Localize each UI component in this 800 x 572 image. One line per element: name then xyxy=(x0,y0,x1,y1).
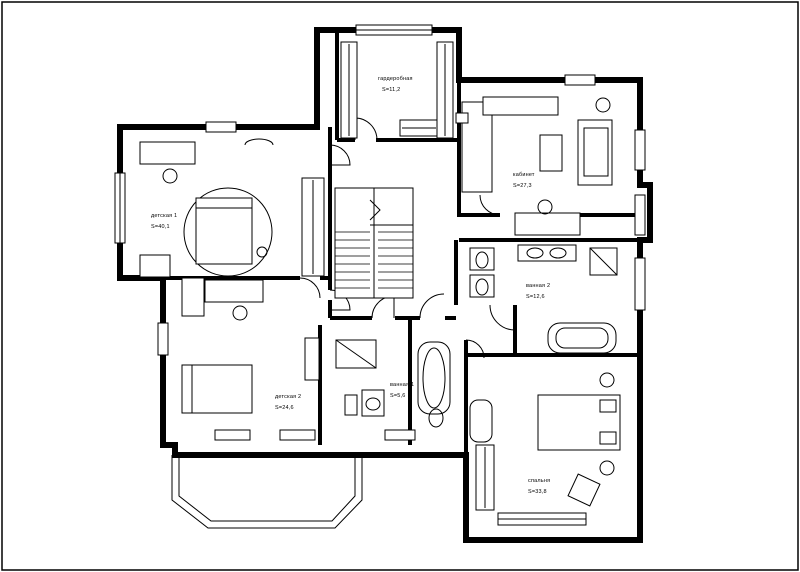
room-name: ванная 1 xyxy=(390,382,414,388)
room-name: детская 2 xyxy=(275,394,301,400)
wardrobe-room-furniture xyxy=(340,41,454,139)
bathroom-1-fixtures xyxy=(335,339,451,428)
room-label-bath-2: ванная 2 S=12,6 xyxy=(526,283,550,300)
bathroom-2-fixtures xyxy=(469,244,618,354)
staircase xyxy=(334,187,414,299)
room-name: спальня xyxy=(528,478,550,484)
room-name: ванная 2 xyxy=(526,283,550,289)
bedroom-furniture xyxy=(469,372,621,511)
room-label-wardrobe: гардеробная S=11,2 xyxy=(378,76,413,93)
room-name: детская 1 xyxy=(151,213,177,219)
room-area: S=33,8 xyxy=(528,489,547,495)
room-area: S=24,6 xyxy=(275,405,294,411)
room-area: S=12,6 xyxy=(526,294,545,300)
interior-walls xyxy=(120,30,640,455)
windows xyxy=(114,24,646,526)
balcony xyxy=(171,455,363,529)
kids-room-1-furniture xyxy=(139,138,325,278)
room-label-bedroom: спальня S=33,8 xyxy=(528,478,550,495)
study-furniture xyxy=(455,96,613,236)
room-area: S=11,2 xyxy=(382,87,400,93)
room-label-bath-1: ванная 1 S=5,6 xyxy=(390,382,414,399)
kids-room-2-furniture xyxy=(181,277,358,416)
room-label-kids-2: детская 2 S=24,6 xyxy=(275,394,301,411)
room-name: кабинет xyxy=(513,172,535,178)
room-area: S=40,1 xyxy=(151,224,170,230)
room-label-kids-1: детская 1 S=40,1 xyxy=(151,213,177,230)
room-area: S=27,3 xyxy=(513,183,532,189)
room-area: S=5,6 xyxy=(390,393,406,399)
room-label-study: кабинет S=27,3 xyxy=(513,172,535,189)
room-name: гардеробная xyxy=(378,76,413,82)
